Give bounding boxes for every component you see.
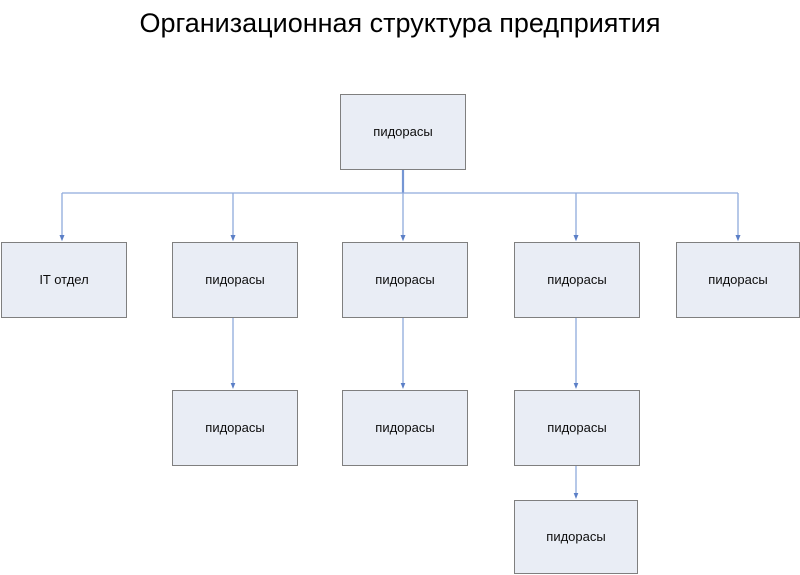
- node-level2-3[interactable]: пидорасы: [342, 242, 468, 318]
- node-it-otdel[interactable]: IT отдел: [1, 242, 127, 318]
- node-label: пидорасы: [547, 419, 607, 435]
- node-label: пидорасы: [375, 419, 435, 435]
- page-title: Организационная структура предприятия: [139, 8, 661, 38]
- node-level3-3[interactable]: пидорасы: [514, 390, 640, 466]
- node-level2-5[interactable]: пидорасы: [676, 242, 800, 318]
- node-level3-2[interactable]: пидорасы: [342, 390, 468, 466]
- node-label: пидорасы: [205, 419, 265, 435]
- node-label: пидорасы: [205, 271, 265, 287]
- node-label: пидорасы: [546, 528, 606, 544]
- node-label: пидорасы: [375, 271, 435, 287]
- node-label: IT отдел: [39, 271, 89, 287]
- node-label: пидорасы: [373, 123, 433, 139]
- node-level3-1[interactable]: пидорасы: [172, 390, 298, 466]
- node-label: пидорасы: [547, 271, 607, 287]
- node-level2-4[interactable]: пидорасы: [514, 242, 640, 318]
- node-level2-2[interactable]: пидорасы: [172, 242, 298, 318]
- node-level4-1[interactable]: пидорасы: [514, 500, 638, 574]
- node-root[interactable]: пидорасы: [340, 94, 466, 170]
- node-label: пидорасы: [708, 271, 768, 287]
